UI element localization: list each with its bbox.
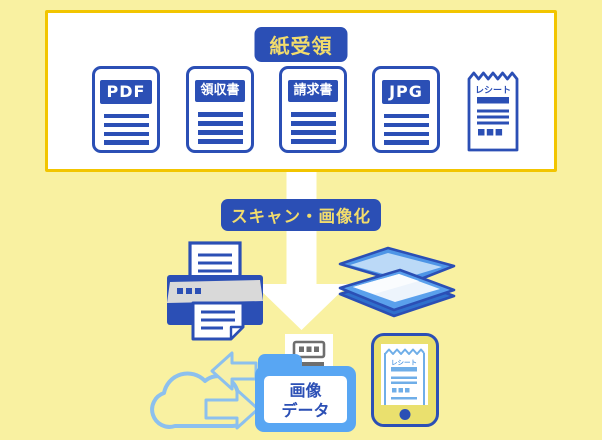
printer-icon xyxy=(167,241,263,341)
phone-screen: レシート xyxy=(381,344,428,405)
document-text-lines xyxy=(197,110,243,146)
jpg-document-icon: JPG xyxy=(372,66,440,153)
scanner-icon xyxy=(338,246,456,318)
document-text-lines xyxy=(383,112,429,148)
image-data-label-line1: 画像 xyxy=(289,381,322,401)
pdf-label: PDF xyxy=(99,80,153,104)
document-text-lines xyxy=(290,110,336,146)
document-text-lines xyxy=(103,112,149,148)
phone-receipt-icon: レシート xyxy=(384,348,425,405)
phone-receipt-label: レシート xyxy=(391,359,417,367)
home-button-icon xyxy=(399,409,411,420)
pdf-document-icon: PDF xyxy=(92,66,160,153)
jpg-label: JPG xyxy=(382,80,430,104)
receipt-doc-label: 領収書 xyxy=(195,80,245,103)
receipt-slip-icon: レシート xyxy=(467,71,519,152)
scan-imaging-label: スキャン・画像化 xyxy=(221,199,381,231)
invoice-doc-label: 請求書 xyxy=(288,80,338,103)
smartphone-icon: レシート xyxy=(371,333,439,427)
receipt-document-icon: 領収書 xyxy=(186,66,254,153)
arrow-right-icon xyxy=(204,388,260,430)
down-arrow-icon xyxy=(254,172,349,330)
cloud-icon xyxy=(150,351,260,430)
paper-receipt-label: 紙受領 xyxy=(254,27,348,62)
receipt-slip-label: レシート xyxy=(475,85,511,96)
image-data-folder: 画像 データ xyxy=(255,332,359,434)
invoice-document-icon: 請求書 xyxy=(279,66,347,153)
image-data-label: 画像 データ xyxy=(264,378,347,423)
image-data-label-line2: データ xyxy=(281,400,330,420)
